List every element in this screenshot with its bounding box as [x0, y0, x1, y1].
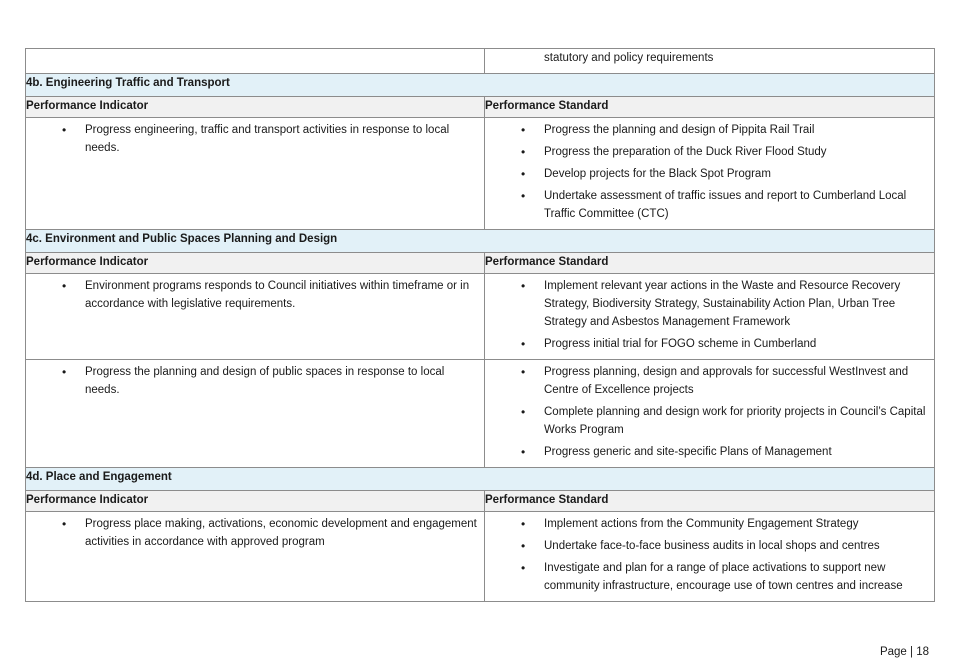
standard-list: Implement relevant year actions in the W… [485, 274, 934, 359]
continuation-text: statutory and policy requirements [544, 52, 714, 64]
standard-cell: Implement actions from the Community Eng… [484, 511, 935, 602]
indicator-item: Progress the planning and design of publ… [26, 363, 478, 399]
standard-cell: Progress planning, design and approvals … [484, 359, 935, 468]
standard-item: Progress the planning and design of Pipp… [485, 121, 928, 139]
standard-item: Progress initial trial for FOGO scheme i… [485, 335, 928, 353]
standard-item: Implement relevant year actions in the W… [485, 277, 928, 331]
standard-item: Investigate and plan for a range of plac… [485, 559, 928, 595]
table-row: Progress the planning and design of publ… [25, 359, 935, 468]
section-row: 4d. Place and Engagement [25, 467, 935, 491]
section-title: 4b. Engineering Traffic and Transport [25, 73, 935, 97]
standard-item: Undertake assessment of traffic issues a… [485, 187, 928, 223]
standard-item: Progress generic and site-specific Plans… [485, 443, 928, 461]
continuation-row: statutory and policy requirements [25, 48, 935, 74]
indicator-cell: Environment programs responds to Council… [25, 273, 485, 360]
indicator-list: Progress place making, activations, econ… [26, 512, 484, 557]
performance-indicator-header: Performance Indicator [25, 490, 485, 512]
performance-indicator-header: Performance Indicator [25, 252, 485, 274]
indicator-item: Progress place making, activations, econ… [26, 515, 478, 551]
standard-item: Progress planning, design and approvals … [485, 363, 928, 399]
table-row: Environment programs responds to Council… [25, 273, 935, 360]
standard-item: Implement actions from the Community Eng… [485, 515, 928, 533]
section-row: 4c. Environment and Public Spaces Planni… [25, 229, 935, 253]
table-row: Progress place making, activations, econ… [25, 511, 935, 602]
standard-list: Progress planning, design and approvals … [485, 360, 934, 467]
standard-item: Complete planning and design work for pr… [485, 403, 928, 439]
indicator-list: Environment programs responds to Council… [26, 274, 484, 319]
indicator-cell: Progress engineering, traffic and transp… [25, 117, 485, 230]
standard-cell: Implement relevant year actions in the W… [484, 273, 935, 360]
indicator-cell: Progress the planning and design of publ… [25, 359, 485, 468]
section-row: 4b. Engineering Traffic and Transport [25, 73, 935, 97]
continuation-list: statutory and policy requirements [485, 49, 934, 73]
indicator-item: Environment programs responds to Council… [26, 277, 478, 313]
indicator-list: Progress the planning and design of publ… [26, 360, 484, 405]
section-title: 4c. Environment and Public Spaces Planni… [25, 229, 935, 253]
indicator-cell: Progress place making, activations, econ… [25, 511, 485, 602]
continuation-right-cell: statutory and policy requirements [484, 48, 935, 74]
performance-table: statutory and policy requirements 4b. En… [25, 48, 935, 602]
performance-standard-header: Performance Standard [484, 252, 935, 274]
performance-table-body: statutory and policy requirements 4b. En… [25, 48, 935, 602]
standard-item: Progress the preparation of the Duck Riv… [485, 143, 928, 161]
standard-item: Develop projects for the Black Spot Prog… [485, 165, 928, 183]
section-title: 4d. Place and Engagement [25, 467, 935, 491]
standard-item: Undertake face-to-face business audits i… [485, 537, 928, 555]
performance-standard-header: Performance Standard [484, 490, 935, 512]
standard-list: Implement actions from the Community Eng… [485, 512, 934, 601]
performance-indicator-header: Performance Indicator [25, 96, 485, 118]
standard-list: Progress the planning and design of Pipp… [485, 118, 934, 229]
table-row: Progress engineering, traffic and transp… [25, 117, 935, 230]
standard-cell: Progress the planning and design of Pipp… [484, 117, 935, 230]
indicator-item: Progress engineering, traffic and transp… [26, 121, 478, 157]
page-number: Page | 18 [879, 646, 929, 658]
continuation-left-cell [25, 48, 485, 74]
indicator-list: Progress engineering, traffic and transp… [26, 118, 484, 163]
performance-standard-header: Performance Standard [484, 96, 935, 118]
